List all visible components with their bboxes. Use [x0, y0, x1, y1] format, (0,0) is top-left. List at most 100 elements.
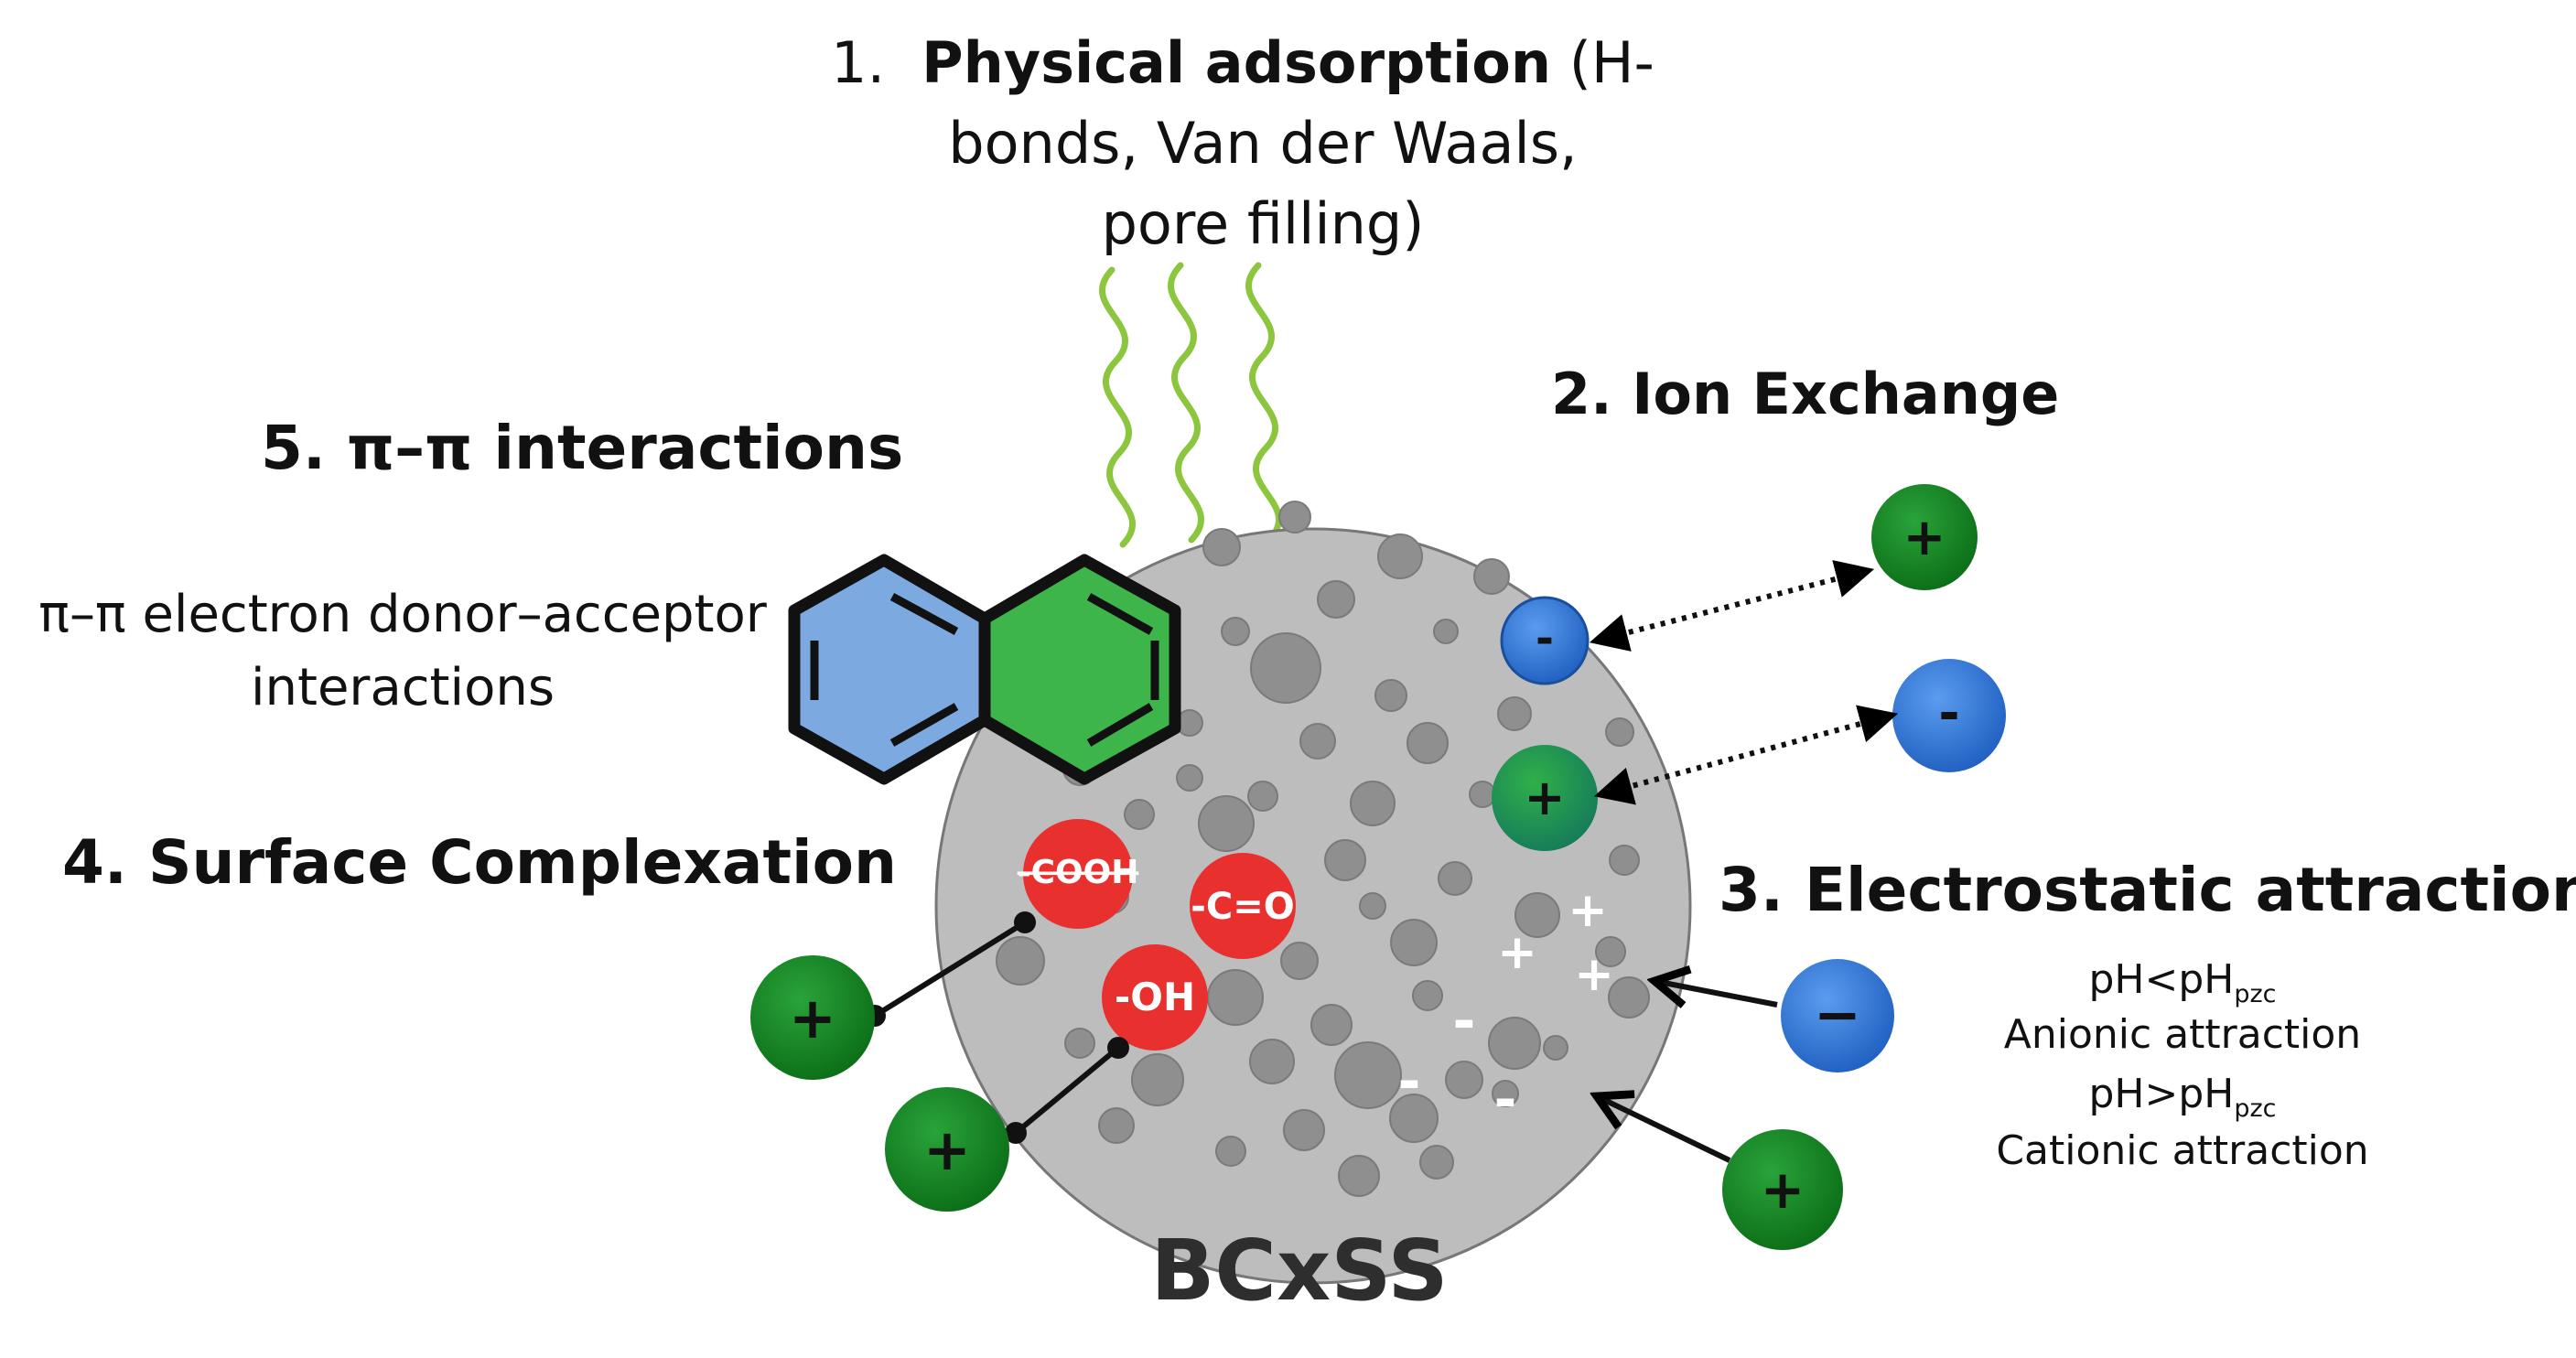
pore — [1221, 617, 1250, 646]
svg-text:+: + — [1524, 769, 1565, 826]
pore — [1334, 1041, 1402, 1109]
wavy-lines-icon — [1099, 262, 1282, 548]
electrostatic-heading: 3. Electrostatic attraction — [1719, 855, 2576, 925]
pore — [1202, 528, 1241, 566]
complexation-cation-1: + — [750, 955, 875, 1080]
svg-text:-: - — [1536, 613, 1554, 664]
physical-adsorption-line3: pore filling) — [1102, 190, 1425, 257]
pore — [1215, 1136, 1246, 1167]
physical-adsorption-line2: bonds, Van der Waals, — [948, 110, 1578, 177]
electrostatic-arrow-cation — [1597, 1096, 1731, 1163]
pore — [1359, 892, 1386, 920]
svg-text:+: + — [1761, 1159, 1805, 1221]
complexation-cation-2: + — [885, 1087, 1009, 1212]
ion-exchange-heading: 2. Ion Exchange — [1551, 361, 2059, 427]
physical-adsorption-label: 1. Physical adsorption (H- — [831, 29, 1654, 96]
pore — [1469, 781, 1496, 808]
pore — [1514, 892, 1560, 938]
pore — [1433, 619, 1459, 644]
pore — [1280, 942, 1319, 980]
physical-number: 1. — [831, 29, 885, 96]
surface-minus-3: - — [1494, 1068, 1517, 1132]
pi-pi-description-line1: π–π electron donor–acceptor — [38, 585, 767, 644]
svg-text:-: - — [1938, 684, 1959, 743]
pore — [1609, 845, 1640, 876]
ion-exchange-solution-cation: + — [1871, 484, 1978, 590]
svg-text:+: + — [923, 1116, 971, 1183]
complexation-bond-2 — [1014, 1045, 1120, 1136]
pore — [1497, 696, 1532, 731]
pore — [1390, 919, 1438, 966]
pore — [1098, 1107, 1135, 1144]
pi-pi-description-line2: interactions — [251, 658, 555, 717]
pore — [1064, 1028, 1095, 1059]
pore — [1473, 558, 1510, 595]
pore — [1608, 976, 1650, 1018]
ion-exchange-surface-cation: + — [1492, 745, 1598, 851]
surface-plus-3: + — [1574, 947, 1614, 1002]
svg-text:-C=O: -C=O — [1191, 886, 1294, 928]
cationic-attraction-label: Cationic attraction — [1996, 1127, 2368, 1174]
pore — [1595, 936, 1626, 967]
naphthalene-icon — [788, 554, 1181, 785]
surface-charges: + + + - - - — [1398, 883, 1614, 1132]
surface-minus-2: - — [1398, 1050, 1421, 1114]
pore — [1317, 580, 1355, 619]
hydroxyl-group: -OH — [1102, 944, 1208, 1051]
svg-text:-OH: -OH — [1115, 975, 1195, 1019]
pore — [1377, 534, 1423, 579]
electrostatic-anion: − — [1781, 959, 1894, 1072]
pore — [1419, 1145, 1454, 1180]
surface-minus-1: - — [1453, 989, 1476, 1053]
surface-plus-1: + — [1568, 883, 1608, 938]
svg-text:−: − — [1814, 981, 1861, 1048]
surface-complexation-heading: 4. Surface Complexation — [62, 827, 897, 898]
pore — [1338, 1155, 1380, 1197]
pore — [1605, 717, 1634, 747]
pore — [1374, 679, 1407, 712]
pore — [1310, 1004, 1353, 1046]
pore — [1350, 781, 1396, 826]
anionic-attraction-label: Anionic attraction — [2004, 1011, 2361, 1058]
pore — [1445, 1061, 1483, 1099]
surface-plus-2: + — [1497, 925, 1537, 980]
pore — [1324, 839, 1366, 881]
ion-exchange-arrow-1 — [1589, 560, 1875, 652]
pore — [1124, 799, 1155, 830]
pore — [1249, 1039, 1295, 1084]
physical-name: Physical adsorption — [922, 29, 1551, 96]
electrostatic-condition-1: pH<pHpzc — [2088, 956, 2276, 1008]
pore — [996, 936, 1045, 986]
pore — [1250, 632, 1321, 704]
pore — [1207, 969, 1264, 1026]
svg-text:-COOH: -COOH — [1018, 854, 1139, 891]
electrostatic-cation: + — [1722, 1129, 1843, 1250]
pore — [1131, 1053, 1184, 1106]
pore — [1278, 501, 1311, 534]
carbonyl-group: -C=O — [1190, 853, 1296, 959]
svg-text:+: + — [789, 985, 836, 1051]
material-title: BCxSS — [1150, 1222, 1448, 1320]
pore — [1389, 1094, 1439, 1143]
electrostatic-arrow-anion — [1654, 981, 1778, 1005]
physical-line1-rest: (H- — [1551, 29, 1654, 96]
pore — [1488, 1017, 1541, 1070]
pore — [1543, 1035, 1568, 1061]
ion-exchange-solution-anion: - — [1892, 659, 2006, 772]
pore — [1492, 1080, 1519, 1107]
particle-pores — [996, 501, 1650, 1197]
electrostatic-condition-2: pH>pHpzc — [2088, 1071, 2276, 1123]
pore — [1438, 861, 1472, 896]
complexation-bond-1 — [873, 920, 1027, 1018]
pore — [1412, 980, 1443, 1011]
cooh-group: -COOH — [1018, 819, 1139, 929]
pore — [1247, 781, 1278, 812]
pore — [1176, 764, 1203, 792]
pore — [1198, 795, 1255, 852]
pi-pi-heading: 5. π–π interactions — [261, 413, 903, 483]
pore — [1407, 722, 1449, 764]
svg-text:+: + — [1903, 508, 1946, 567]
pore — [1299, 723, 1336, 760]
pore — [1283, 1109, 1325, 1151]
